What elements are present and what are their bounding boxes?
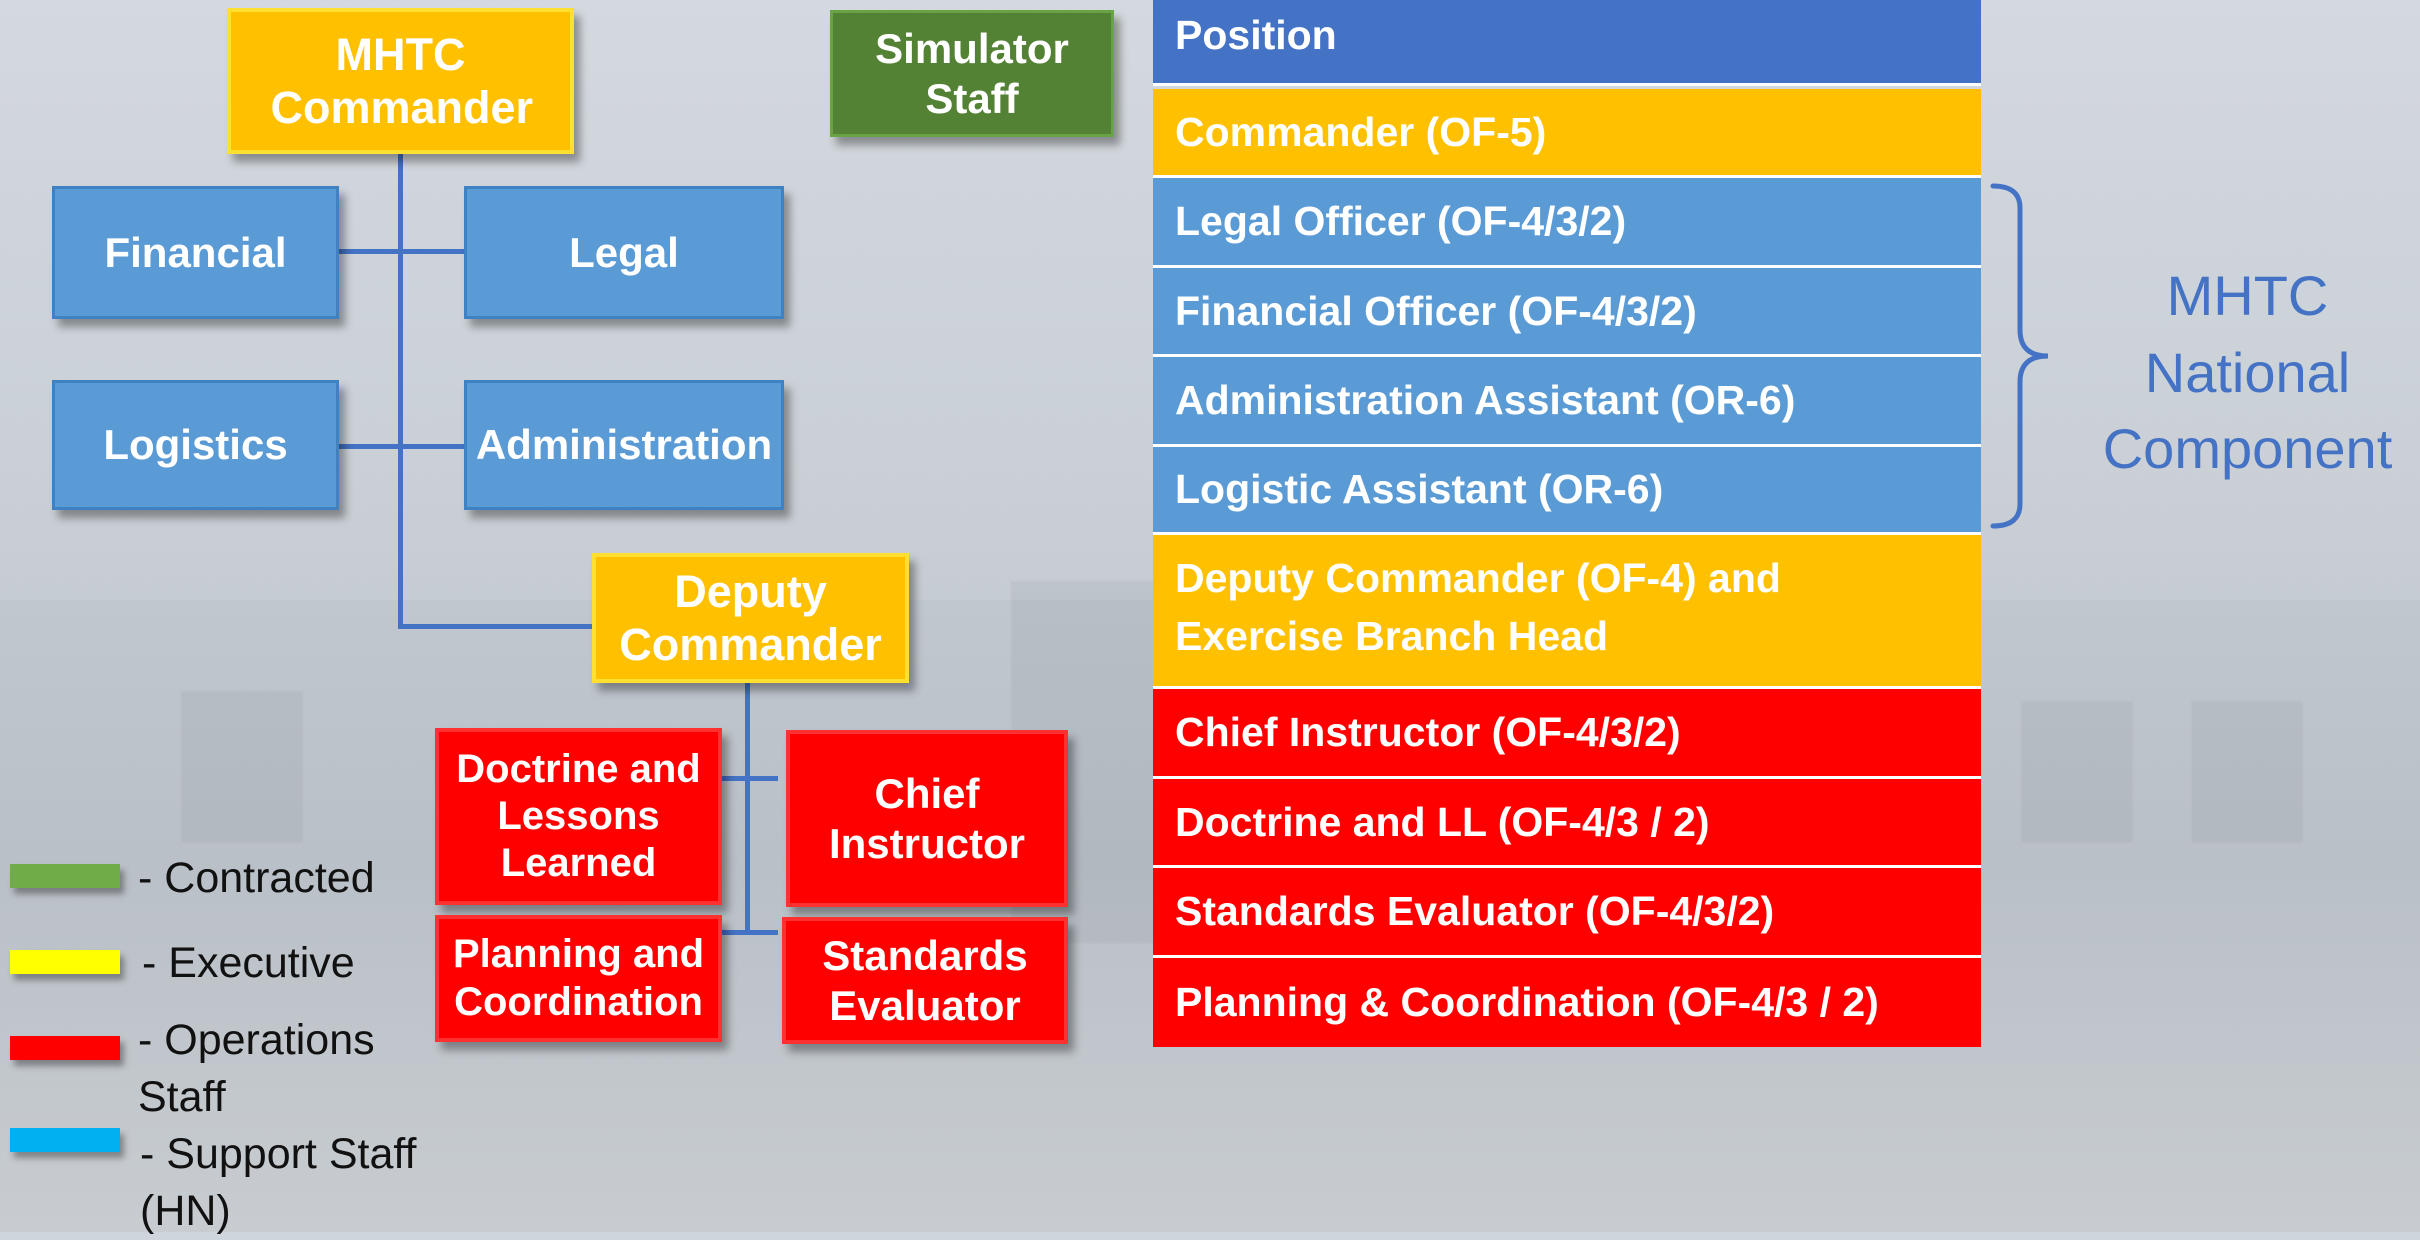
- planning-coordination-label: Planning and Coordination: [452, 932, 705, 1024]
- mhtc-commander-label: MHTC Commander: [270, 28, 534, 133]
- background-window: [180, 690, 304, 844]
- simulator-staff-label: Simulator Staff: [875, 24, 1069, 122]
- planning-coordination-box: Planning and Coordination: [435, 915, 722, 1042]
- national-component-label: MHTC National Component: [2075, 258, 2420, 488]
- national-component-line: MHTC: [2166, 264, 2329, 327]
- standards-evaluator-box: Standards Evaluator: [782, 917, 1068, 1044]
- connector-line: [745, 682, 750, 934]
- right-brace-icon: [1990, 183, 2049, 529]
- standards-evaluator-label: Standards Evaluator: [822, 931, 1028, 1029]
- chief-instructor-box: Chief Instructor: [786, 730, 1068, 907]
- table-cell: Logistic Assistant (OR-6): [1175, 466, 1664, 513]
- table-cell: Legal Officer (OF-4/3/2): [1175, 198, 1627, 245]
- connector-line: [336, 444, 466, 449]
- background-window: [2020, 700, 2134, 844]
- legend-label-operations: - Operations Staff: [138, 1016, 375, 1121]
- connector-line: [336, 249, 466, 254]
- table-header: Position: [1153, 0, 1981, 86]
- connector-line: [398, 624, 593, 629]
- doctrine-lessons-label: Doctrine and Lessons Learned: [456, 746, 701, 886]
- table-cell: Administration Assistant (OR-6): [1175, 377, 1796, 424]
- deputy-commander-box: Deputy Commander: [592, 553, 909, 683]
- legend-swatch-executive: [10, 950, 120, 974]
- table-row: Commander (OF-5): [1153, 89, 1981, 178]
- legend-swatch-support: [10, 1128, 120, 1152]
- national-component-line: National: [2144, 340, 2351, 404]
- chief-instructor-label: Chief Instructor: [828, 769, 1025, 867]
- table-cell: Financial Officer (OF-4/3/2): [1175, 287, 1697, 334]
- deputy-commander-label: Deputy Commander: [619, 565, 882, 670]
- table-row: Doctrine and LL (OF-4/3 / 2): [1153, 779, 1981, 868]
- legend-swatch-operations: [10, 1036, 120, 1060]
- table-row: Chief Instructor (OF-4/3/2): [1153, 689, 1981, 779]
- legal-box: Legal: [464, 186, 784, 319]
- table-row: Standards Evaluator (OF-4/3/2): [1153, 868, 1981, 958]
- table-cell: Chief Instructor (OF-4/3/2): [1175, 709, 1681, 756]
- table-row: Deputy Commander (OF-4) and Exercise Bra…: [1153, 535, 1981, 689]
- table-cell: Planning & Coordination (OF-4/3 / 2): [1175, 979, 1879, 1026]
- national-component-line: Component: [2102, 417, 2393, 481]
- legend-label-contracted: - Contracted: [138, 854, 375, 902]
- table-cell: Doctrine and LL (OF-4/3 / 2): [1175, 798, 1710, 845]
- table-row: Financial Officer (OF-4/3/2): [1153, 268, 1981, 357]
- mhtc-commander-box: MHTC Commander: [227, 8, 574, 154]
- financial-label: Financial: [104, 228, 287, 276]
- legal-label: Legal: [569, 228, 679, 276]
- doctrine-lessons-box: Doctrine and Lessons Learned: [435, 728, 722, 905]
- connector-line: [718, 776, 778, 781]
- logistics-box: Logistics: [52, 380, 339, 510]
- table-cell: Commander (OF-5): [1175, 108, 1547, 155]
- table-cell: Exercise Branch Head: [1175, 613, 1609, 660]
- table-row: Planning & Coordination (OF-4/3 / 2): [1153, 958, 1981, 1047]
- administration-label: Administration: [475, 421, 773, 469]
- logistics-label: Logistics: [103, 421, 288, 469]
- connector-line: [398, 140, 403, 629]
- legend-label-support: - Support Staff (HN): [140, 1130, 417, 1235]
- table-header-label: Position: [1175, 12, 1337, 59]
- table-row: Administration Assistant (OR-6): [1153, 357, 1981, 447]
- table-row: Legal Officer (OF-4/3/2): [1153, 178, 1981, 268]
- background-window: [2190, 700, 2304, 844]
- table-row: Logistic Assistant (OR-6): [1153, 447, 1981, 535]
- legend-swatch-contracted: [10, 864, 120, 888]
- financial-box: Financial: [52, 186, 339, 319]
- table-cell: Deputy Commander (OF-4) and: [1175, 555, 1781, 601]
- administration-box: Administration: [464, 380, 784, 510]
- connector-line: [718, 930, 778, 935]
- simulator-staff-box: Simulator Staff: [830, 10, 1114, 137]
- legend-label-executive: - Executive: [142, 939, 355, 987]
- table-cell: Standards Evaluator (OF-4/3/2): [1175, 888, 1775, 935]
